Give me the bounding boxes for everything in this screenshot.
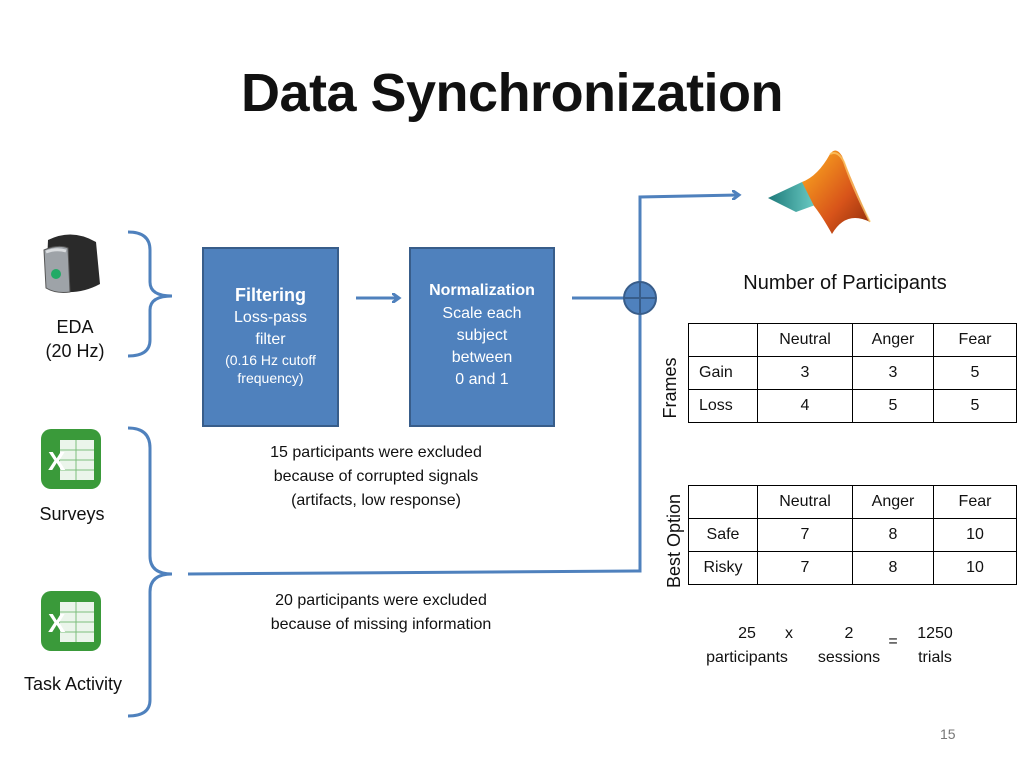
- row-label: Safe: [688, 518, 758, 552]
- table-cell: 8: [852, 551, 934, 585]
- junction-to-matlab-arrow: [638, 195, 738, 282]
- table-row: Safe 7 8 10: [688, 518, 1017, 552]
- svg-text:X: X: [48, 446, 66, 476]
- header-cell: [688, 485, 758, 519]
- table-row: Loss 4 5 5: [688, 389, 1017, 423]
- table-cell: 5: [933, 356, 1017, 390]
- eda-brace: [127, 230, 173, 358]
- note-line: because of corrupted signals: [273, 468, 479, 485]
- header-cell: Neutral: [757, 485, 853, 519]
- table-cell: 10: [933, 551, 1017, 585]
- frames-table: Neutral Anger Fear Gain 3 3 5 Loss 4 5 5: [688, 323, 1017, 423]
- eda-label: EDA (20 Hz): [20, 315, 130, 363]
- note-line: (artifacts, low response): [291, 492, 461, 509]
- corrupted-signals-note: 15 participants were excluded because of…: [226, 441, 526, 513]
- wristband-sensor-icon: [43, 234, 100, 293]
- surveys-label: Surveys: [39, 504, 105, 524]
- row-label: Loss: [688, 389, 758, 423]
- header-cell: Fear: [933, 485, 1017, 519]
- normalization-line1: Scale each: [442, 305, 522, 322]
- filtering-box: Filtering Loss-pass filter (0.16 Hz cuto…: [202, 247, 339, 427]
- eda-label-line2: (20 Hz): [45, 341, 105, 361]
- table-cell: 4: [757, 389, 853, 423]
- svg-text:X: X: [48, 608, 66, 638]
- filtering-heading: Filtering: [235, 285, 306, 305]
- normalization-line4: 0 and 1: [455, 371, 509, 388]
- table-cell: 3: [757, 356, 853, 390]
- best-option-axis-label: Best Option: [664, 493, 684, 589]
- calc-trials-number: 1250: [917, 625, 953, 642]
- header-cell: [688, 323, 758, 357]
- frames-axis-label: Frames: [660, 357, 680, 419]
- calc-sessions: 2 sessions: [808, 622, 890, 670]
- slide-title: Data Synchronization: [240, 63, 784, 123]
- calc-times-sign: x: [785, 625, 793, 642]
- filtering-line4: frequency): [237, 370, 304, 386]
- table-cell: 5: [933, 389, 1017, 423]
- row-label: Risky: [688, 551, 758, 585]
- calc-participants-number: 25: [738, 625, 756, 642]
- table-row: Risky 7 8 10: [688, 551, 1017, 585]
- filtering-line2: filter: [255, 331, 286, 348]
- header-cell: Anger: [852, 323, 934, 357]
- table-header-row: Neutral Anger Fear: [688, 323, 1017, 357]
- summing-junction-icon: [623, 281, 657, 315]
- page-number: 15: [940, 726, 956, 742]
- calc-sessions-number: 2: [844, 625, 854, 642]
- header-cell: Anger: [852, 485, 934, 519]
- filtering-line3: (0.16 Hz cutoff: [225, 352, 316, 368]
- calc-participants-unit: participants: [706, 649, 788, 666]
- note-line: 20 participants were excluded: [275, 592, 487, 609]
- normalization-heading: Normalization: [429, 282, 535, 299]
- activity-brace: [127, 426, 173, 718]
- table-cell: 5: [852, 389, 934, 423]
- table-cell: 7: [757, 551, 853, 585]
- note-line: because of missing information: [270, 616, 492, 633]
- task-activity-label: Task Activity: [23, 674, 123, 694]
- table-cell: 3: [852, 356, 934, 390]
- table-row: Gain 3 3 5: [688, 356, 1017, 390]
- table-cell: 7: [757, 518, 853, 552]
- excel-icon: X: [41, 591, 101, 651]
- best-option-table: Neutral Anger Fear Safe 7 8 10 Risky 7 8…: [688, 485, 1017, 585]
- matlab-logo-icon: [768, 150, 871, 234]
- missing-information-note: 20 participants were excluded because of…: [226, 589, 536, 637]
- note-line: 15 participants were excluded: [270, 444, 482, 461]
- calc-sessions-unit: sessions: [817, 649, 881, 666]
- normalization-line3: between: [451, 349, 513, 366]
- table-cell: 8: [852, 518, 934, 552]
- table-cell: 10: [933, 518, 1017, 552]
- calc-participants: 25 participants: [692, 622, 802, 670]
- calc-trials-unit: trials: [918, 649, 952, 666]
- calc-equals-sign: =: [888, 633, 898, 650]
- calc-trials: 1250 trials: [906, 622, 964, 670]
- activity-line: [187, 314, 642, 576]
- row-label: Gain: [688, 356, 758, 390]
- header-cell: Neutral: [757, 323, 853, 357]
- normalization-box: Normalization Scale each subject between…: [409, 247, 555, 427]
- table-header-row: Neutral Anger Fear: [688, 485, 1017, 519]
- normalization-line2: subject: [456, 327, 508, 344]
- eda-label-line1: EDA: [56, 317, 94, 337]
- filtering-line1: Loss-pass: [234, 309, 307, 326]
- excel-icon: X: [41, 429, 101, 489]
- header-cell: Fear: [933, 323, 1017, 357]
- participants-title: Number of Participants: [743, 272, 947, 294]
